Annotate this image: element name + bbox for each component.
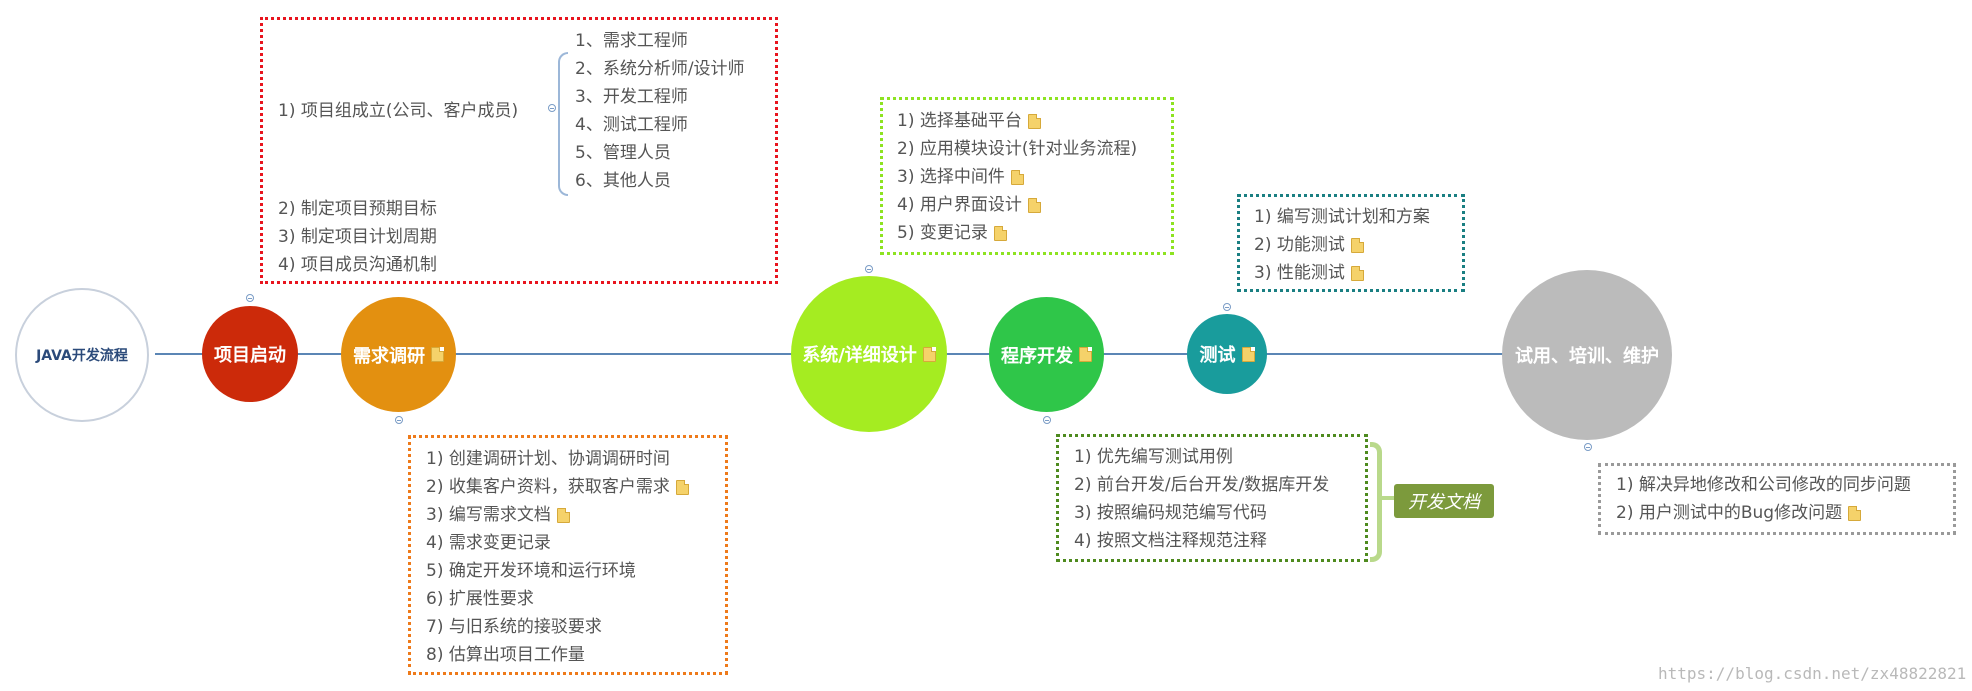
team-collapse-toggle[interactable]	[548, 104, 556, 112]
testing-item-1: 1) 编写测试计划和方案	[1254, 207, 1430, 227]
document-icon	[431, 347, 444, 362]
document-icon	[1350, 265, 1364, 281]
dev-doc-bracket	[1370, 442, 1382, 562]
team-member-1: 1、需求工程师	[575, 31, 688, 51]
development-item-3: 3) 按照编码规范编写代码	[1074, 503, 1267, 523]
design-details-box	[880, 97, 1174, 255]
design-item-5-text: 5) 变更记录	[897, 223, 988, 243]
team-member-6: 6、其他人员	[575, 171, 671, 191]
testing-item-2-text: 2) 功能测试	[1254, 235, 1345, 255]
start-item-2: 2) 制定项目预期目标	[278, 199, 437, 219]
node-design[interactable]: 系统/详细设计	[791, 276, 947, 432]
document-icon	[1241, 346, 1255, 362]
requirements-item-5: 5) 确定开发环境和运行环境	[426, 561, 636, 581]
watermark: https://blog.csdn.net/zx48822821	[1658, 664, 1967, 683]
design-item-3: 3) 选择中间件	[897, 162, 1024, 187]
design-item-5: 5) 变更记录	[897, 218, 1007, 243]
document-icon	[556, 507, 570, 523]
node-testing[interactable]: 测试	[1187, 314, 1267, 394]
test-collapse-toggle[interactable]	[1223, 303, 1231, 311]
development-details-box	[1056, 434, 1368, 562]
document-icon	[1027, 197, 1041, 213]
development-item-4: 4) 按照文档注释规范注释	[1074, 531, 1267, 551]
node-project-start-label: 项目启动	[214, 345, 286, 366]
testing-item-3: 3) 性能测试	[1254, 258, 1364, 283]
start-team-item: 1) 项目组成立(公司、客户成员)	[278, 101, 519, 121]
requirements-item-8: 8) 估算出项目工作量	[426, 645, 585, 665]
node-requirements[interactable]: 需求调研	[341, 297, 456, 412]
node-requirements-label: 需求调研	[353, 345, 425, 367]
start-item-4: 4) 项目成员沟通机制	[278, 255, 437, 275]
development-item-2: 2) 前台开发/后台开发/数据库开发	[1074, 475, 1330, 495]
requirements-item-4: 4) 需求变更记录	[426, 533, 551, 553]
requirements-item-1: 1) 创建调研计划、协调调研时间	[426, 449, 670, 469]
document-icon	[993, 225, 1007, 241]
node-testing-label: 测试	[1199, 345, 1236, 366]
document-icon	[1010, 169, 1024, 185]
node-development-label: 程序开发	[1001, 345, 1073, 367]
trial-item-1: 1) 解决异地修改和公司修改的同步问题	[1616, 475, 1911, 495]
team-members-bracket	[558, 52, 568, 196]
team-member-4: 4、测试工程师	[575, 115, 688, 135]
design-item-4: 4) 用户界面设计	[897, 190, 1041, 215]
design-item-4-text: 4) 用户界面设计	[897, 195, 1022, 215]
dev-doc-connector	[1382, 496, 1394, 500]
requirements-item-7: 7) 与旧系统的接驳要求	[426, 617, 602, 637]
team-member-3: 3、开发工程师	[575, 87, 688, 107]
node-project-start[interactable]: 项目启动	[202, 306, 298, 402]
testing-item-3-text: 3) 性能测试	[1254, 263, 1345, 283]
node-design-label: 系统/详细设计	[802, 345, 917, 366]
research-collapse-toggle[interactable]	[395, 416, 403, 424]
requirements-item-6: 6) 扩展性要求	[426, 589, 534, 609]
requirements-item-2-text: 2) 收集客户资料，获取客户需求	[426, 477, 670, 497]
document-icon	[1350, 237, 1364, 253]
document-icon	[1079, 347, 1092, 362]
trial-item-2: 2) 用户测试中的Bug修改问题	[1616, 498, 1862, 523]
dev-collapse-toggle[interactable]	[1043, 416, 1051, 424]
dev-document-tag[interactable]: 开发文档	[1394, 484, 1494, 518]
team-member-5: 5、管理人员	[575, 143, 671, 163]
root-node[interactable]: JAVA开发流程	[15, 288, 149, 422]
node-development[interactable]: 程序开发	[989, 297, 1104, 412]
team-member-2: 2、系统分析师/设计师	[575, 59, 745, 79]
start-item-3: 3) 制定项目计划周期	[278, 227, 437, 247]
requirements-item-3-text: 3) 编写需求文档	[426, 505, 551, 525]
node-trial-maintenance-label: 试用、培训、维护	[1515, 346, 1659, 367]
node-trial-maintenance[interactable]: 试用、培训、维护	[1502, 270, 1672, 440]
design-item-3-text: 3) 选择中间件	[897, 167, 1005, 187]
design-collapse-toggle[interactable]	[865, 265, 873, 273]
requirements-item-3: 3) 编写需求文档	[426, 500, 570, 525]
document-icon	[1848, 505, 1862, 521]
design-item-1: 1) 选择基础平台	[897, 106, 1041, 131]
design-item-2: 2) 应用模块设计(针对业务流程)	[897, 139, 1138, 159]
requirements-item-2: 2) 收集客户资料，获取客户需求	[426, 472, 689, 497]
document-icon	[922, 346, 936, 362]
trial-collapse-toggle[interactable]	[1584, 443, 1592, 451]
design-item-1-text: 1) 选择基础平台	[897, 111, 1022, 131]
document-icon	[675, 479, 689, 495]
development-item-1: 1) 优先编写测试用例	[1074, 447, 1233, 467]
testing-item-2: 2) 功能测试	[1254, 230, 1364, 255]
start-collapse-toggle[interactable]	[246, 294, 254, 302]
trial-item-2-text: 2) 用户测试中的Bug修改问题	[1616, 503, 1843, 523]
requirements-details-box	[408, 435, 728, 675]
root-label: JAVA开发流程	[36, 348, 128, 364]
trial-details-box	[1598, 463, 1956, 535]
start-details-box	[260, 17, 778, 284]
document-icon	[1027, 113, 1041, 129]
